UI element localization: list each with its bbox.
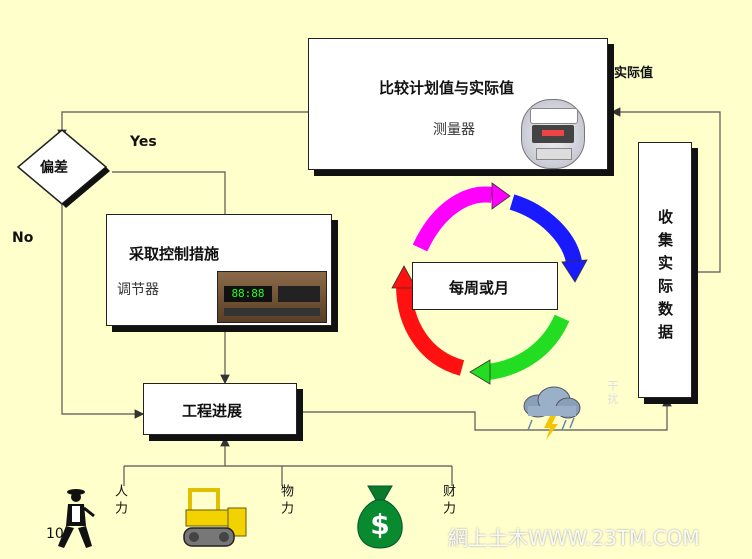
meter-icon: [521, 99, 585, 169]
yes-label: Yes: [130, 134, 157, 150]
worker-icon: [52, 486, 96, 550]
collect-box: 收集实际数据: [638, 142, 692, 398]
money-bag-icon: $: [348, 484, 412, 550]
deviation-label: 偏差: [40, 160, 68, 176]
actual-value-label: 实际值: [614, 66, 654, 81]
compare-title: 比较计划值与实际值: [379, 79, 515, 97]
no-label: No: [12, 230, 34, 246]
input-finance-label: 财力: [440, 484, 455, 518]
cycle-arrow-red: [396, 284, 465, 376]
cycle-arrow-magenta: [412, 186, 494, 252]
deviation-diamond: 偏差: [14, 126, 110, 208]
cycle-arrow-green: [486, 314, 570, 380]
input-material-label: 物力: [278, 484, 293, 518]
bulldozer-icon: [180, 488, 250, 550]
input-labor-label: 人力: [112, 484, 127, 518]
action-subtitle: 调节器: [117, 282, 159, 298]
collect-label: 收集实际数据: [656, 209, 674, 347]
progress-box: 工程进展: [143, 383, 297, 435]
money-symbol: $: [370, 508, 390, 541]
cycle-arrows: [391, 182, 588, 385]
progress-label: 工程进展: [182, 402, 243, 420]
line-yes-branch: [112, 171, 226, 214]
interference-faint-label: 干扰: [606, 380, 619, 406]
line-progress-to-collect: [297, 396, 672, 431]
regulator-icon: 88:88: [217, 271, 327, 323]
line-collect-to-compare: [610, 107, 721, 273]
page-number: 10: [46, 526, 64, 542]
cycle-label: 每周或月: [449, 279, 510, 297]
regulator-display: 88:88: [224, 286, 272, 302]
cycle-arrow-blue: [509, 194, 582, 264]
compare-box: 比较计划值与实际值 测量器: [308, 38, 608, 170]
action-title: 采取控制措施: [129, 245, 220, 263]
compare-subtitle: 测量器: [433, 122, 475, 138]
action-box: 采取控制措施 调节器 88:88: [106, 214, 332, 326]
cycle-label-box: 每周或月: [412, 262, 558, 310]
watermark: 網上土木WWW.23TM.COM: [448, 526, 700, 550]
storm-cloud-icon: [520, 384, 584, 440]
line-no-branch: [61, 204, 145, 419]
